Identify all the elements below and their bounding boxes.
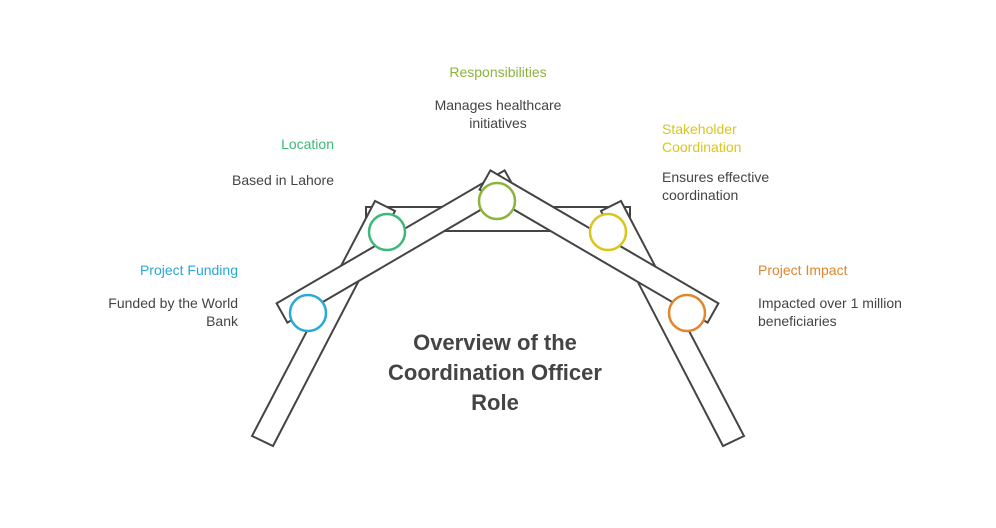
node-circle-stakeholder-coordination [588, 212, 628, 252]
node-description-location: Based in Lahore [232, 172, 334, 188]
node-description-stakeholder-coordination: Ensures effective coordination [662, 169, 770, 203]
diagram-title: Overview of the Coordination Officer Rol… [388, 330, 602, 415]
node-description-responsibilities: Manages healthcare initiatives [434, 97, 562, 131]
node-circle-project-funding [288, 293, 328, 333]
node-description-project-funding: Funded by the World Bank [108, 295, 238, 329]
node-circle-location [367, 212, 407, 252]
node-circle-responsibilities [477, 181, 517, 221]
node-label-location: Location [281, 136, 334, 152]
node-label-project-impact: Project Impact [758, 262, 848, 278]
node-circle-project-impact [667, 293, 707, 333]
node-description-project-impact: Impacted over 1 million beneficiaries [758, 295, 902, 329]
node-label-project-funding: Project Funding [139, 262, 238, 278]
node-label-stakeholder-coordination: Stakeholder Coordination [662, 121, 742, 155]
node-label-responsibilities: Responsibilities [449, 64, 547, 80]
